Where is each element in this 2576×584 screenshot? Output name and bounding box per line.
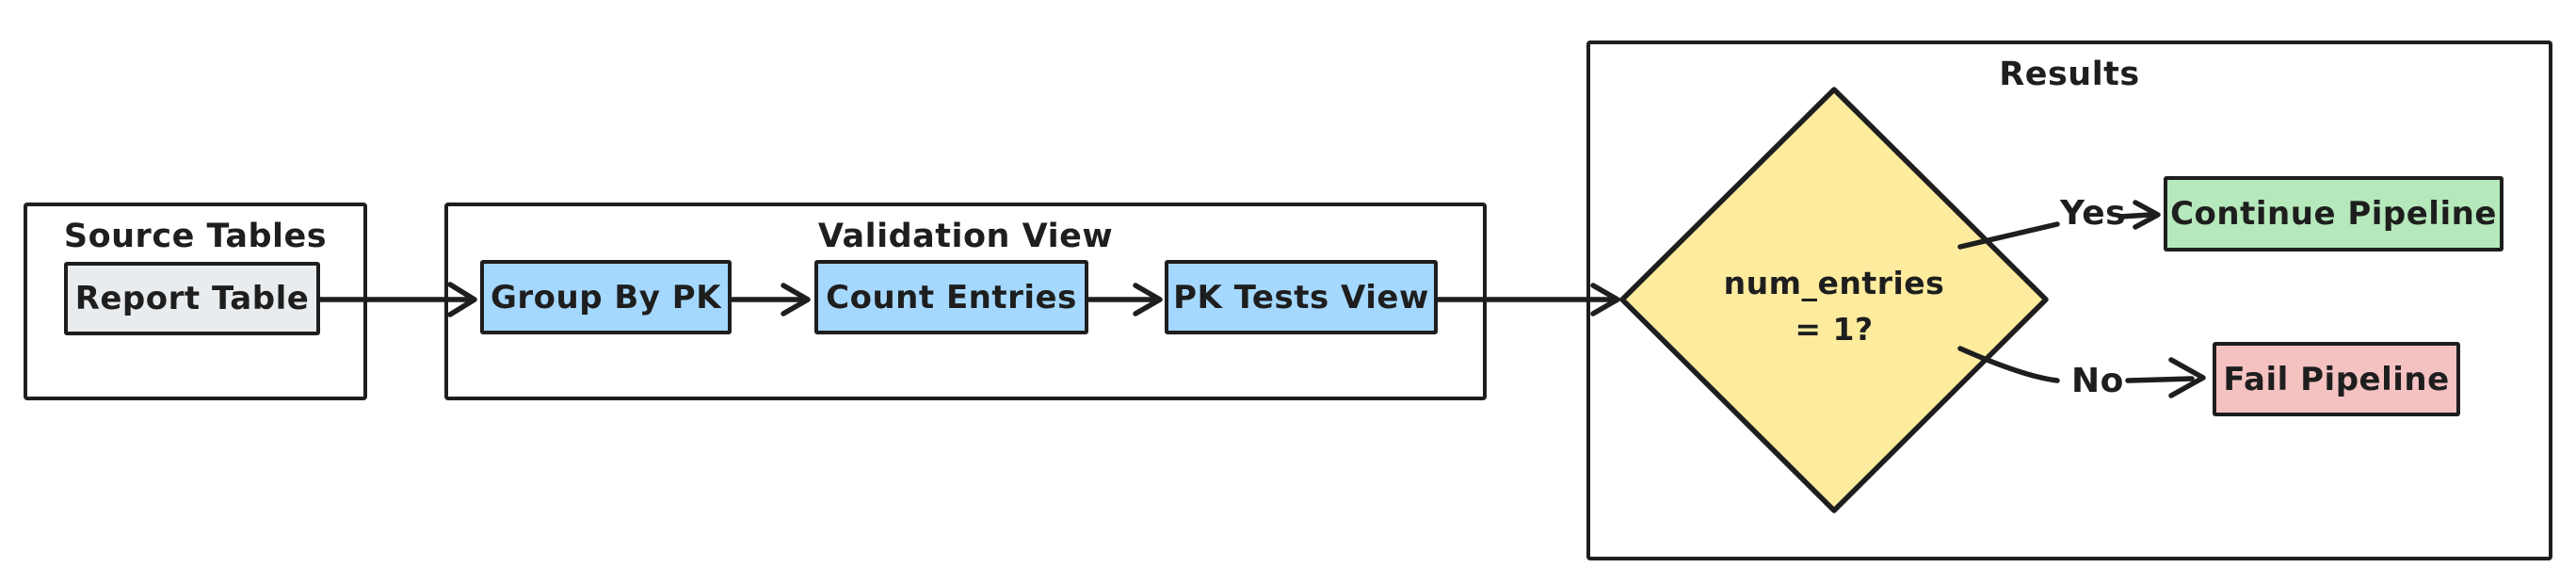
group-results-title: Results — [1999, 56, 2140, 93]
edge-label-yes: Yes — [2060, 194, 2127, 233]
node-group-by-pk-label: Group By PK — [490, 278, 722, 316]
decision-label-line2: = 1? — [1795, 311, 1874, 348]
node-pk-tests-view-label: PK Tests View — [1173, 278, 1429, 316]
edge-label-no: No — [2071, 362, 2124, 400]
group-validation-view-title: Validation View — [817, 218, 1114, 255]
node-continue-pipeline-label: Continue Pipeline — [2170, 195, 2497, 233]
decision-label-line1: num_entries — [1723, 265, 1945, 301]
node-count-entries-label: Count Entries — [826, 278, 1077, 316]
node-report-table-label: Report Table — [74, 280, 310, 317]
node-continue-pipeline: Continue Pipeline — [2164, 176, 2504, 251]
node-report-table: Report Table — [64, 262, 320, 335]
node-pk-tests-view: PK Tests View — [1165, 260, 1438, 334]
node-fail-pipeline: Fail Pipeline — [2213, 342, 2460, 416]
node-group-by-pk: Group By PK — [480, 260, 732, 334]
group-source-tables-title: Source Tables — [63, 218, 328, 255]
node-count-entries: Count Entries — [814, 260, 1088, 334]
group-source-tables: Source Tables — [24, 203, 367, 400]
decision-diamond-label: num_entries = 1? — [1693, 260, 1975, 352]
node-fail-pipeline-label: Fail Pipeline — [2223, 360, 2450, 398]
